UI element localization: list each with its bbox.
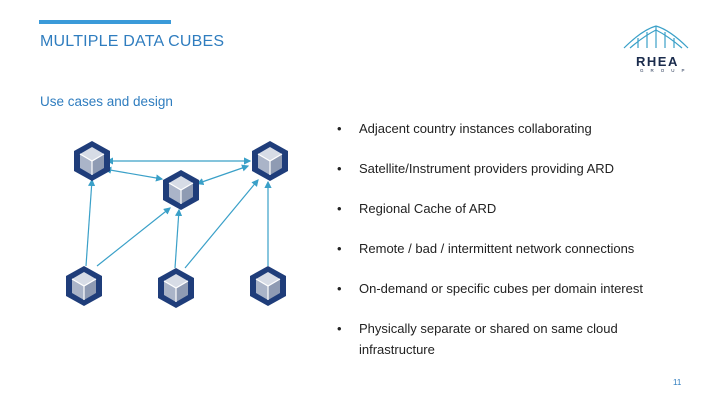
bullet-text: Adjacent country instances collaborating [359, 121, 592, 136]
bullet-item: • Satellite/Instrument providers providin… [337, 158, 697, 179]
cube-icon [162, 169, 200, 211]
logo-group-text: GROUP [640, 68, 692, 73]
link-bottom-mid-mid [174, 208, 183, 269]
bullet-item: • Physically separate or shared on same c… [337, 318, 697, 360]
cube-icon [73, 140, 111, 182]
slide-title: MULTIPLE DATA CUBES [40, 33, 225, 50]
bullet-dot: • [337, 121, 342, 136]
bullet-dot: • [337, 201, 342, 216]
link-mid-top-right [196, 164, 250, 186]
cube-icon [251, 140, 289, 182]
cube-icon [157, 267, 195, 309]
link-top-left-mid [104, 166, 164, 182]
rhea-logo-icon [623, 25, 689, 49]
page-number: 11 [673, 378, 682, 387]
title-accent-bar [39, 20, 171, 24]
bullet-text: Regional Cache of ARD [359, 201, 497, 216]
cube-icon [65, 265, 103, 307]
bullet-text: Remote / bad / intermittent network conn… [359, 241, 635, 256]
bullet-dot: • [337, 281, 342, 296]
bullet-text: Satellite/Instrument providers providing… [359, 161, 615, 176]
logo-wordmark: RHEA [636, 54, 679, 69]
bullet-text: Physically separate or shared on same cl… [359, 321, 618, 357]
bullet-item: • Regional Cache of ARD [337, 198, 697, 219]
slide-subtitle: Use cases and design [40, 94, 173, 109]
data-cubes-diagram [65, 140, 289, 309]
bullet-list: • Adjacent country instances collaboratin… [337, 118, 697, 360]
bullet-dot: • [337, 321, 342, 336]
bullet-item: • Remote / bad / intermittent network con… [337, 238, 697, 259]
link-bottom-left-top-left [85, 178, 96, 267]
bullet-dot: • [337, 161, 342, 176]
bullet-text: On-demand or specific cubes per domain i… [359, 281, 643, 296]
link-bottom-mid-top-right [184, 179, 259, 269]
cube-icon [249, 265, 287, 307]
bullet-item: • On-demand or specific cubes per domain … [337, 278, 697, 299]
bullet-dot: • [337, 241, 342, 256]
bullet-item: • Adjacent country instances collaboratin… [337, 118, 697, 139]
link-bottom-left-mid [96, 207, 171, 267]
